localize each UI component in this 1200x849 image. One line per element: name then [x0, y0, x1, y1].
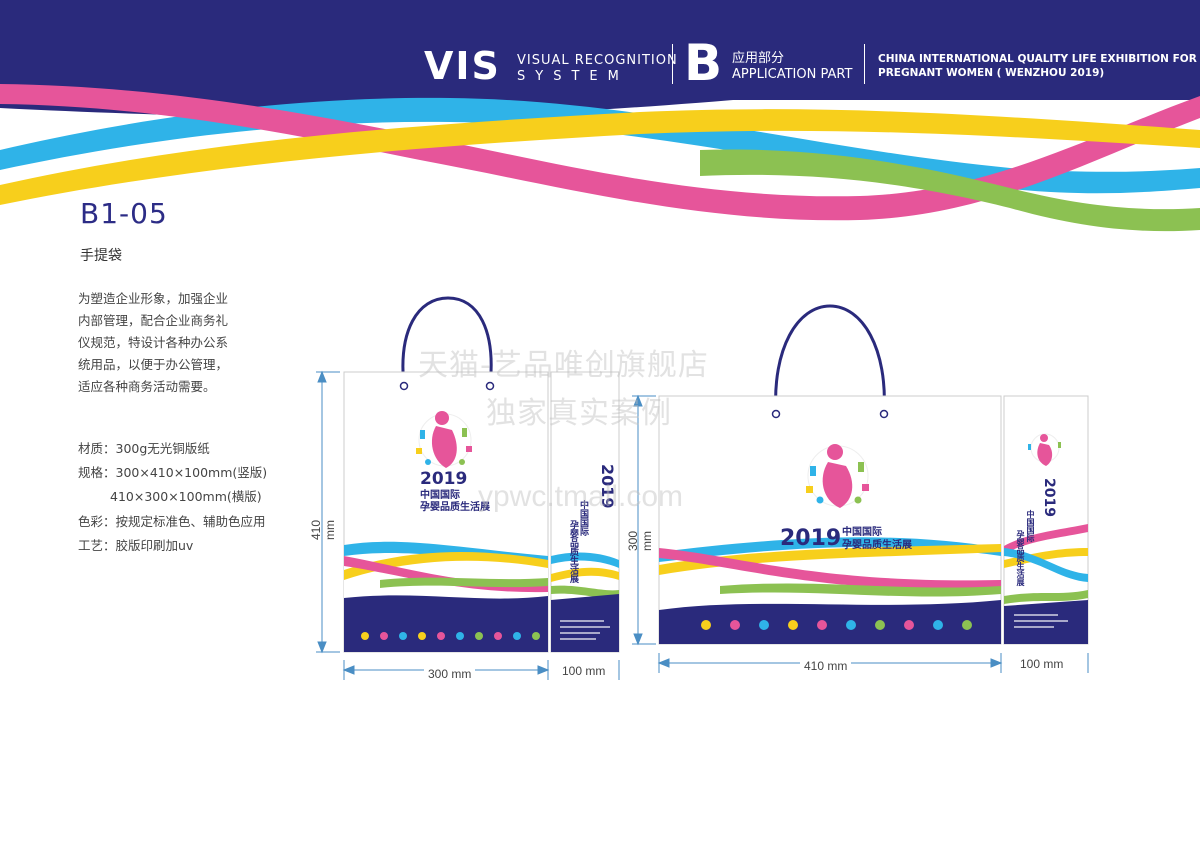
description-line: 适应各种商务活动需要。 [78, 379, 216, 394]
bag-side-year: 2019 [1041, 478, 1057, 517]
bag-side-line2: 孕婴品质生活展 [1016, 530, 1025, 586]
spec-size-vertical: 规格：300×410×100mm(竖版) [78, 465, 268, 480]
bag-logo-line1: 中国国际 [842, 527, 882, 538]
item-code: B1-05 [80, 197, 168, 230]
part-title-en: APPLICATION PART [732, 67, 853, 82]
exhibition-title-line2: PREGNANT WOMEN ( WENZHOU 2019) [878, 67, 1105, 79]
exhibition-title-line1: CHINA INTERNATIONAL QUALITY LIFE EXHIBIT… [878, 53, 1197, 65]
vertical-dimension-lines [316, 370, 620, 680]
horizontal-height-label: 300 mm [626, 530, 654, 552]
header-divider [864, 44, 865, 84]
description-line: 仪规范，特设计各种办公系 [78, 335, 229, 350]
bag-logo-figure [806, 444, 869, 508]
vis-logo: VIS [424, 44, 501, 88]
bag-side-year: 2019 [598, 464, 617, 509]
spec-process: 工艺：胶版印刷加uv [78, 538, 194, 553]
ribbon-green [700, 149, 1200, 232]
bag-logo-figure [416, 411, 472, 468]
horizontal-side-label: 100 mm [1020, 657, 1064, 671]
bag-logo-line2: 孕婴品质生活展 [420, 502, 490, 513]
description-line: 为塑造企业形象，加强企业 [78, 291, 229, 306]
bag-logo-line1: 中国国际 [420, 490, 460, 501]
bag-logo-line2: 孕婴品质生活展 [842, 540, 912, 551]
bag-logo-year: 2019 [780, 526, 842, 551]
vis-subtitle-line2: SYSTEM [517, 69, 629, 84]
horizontal-width-label: 410 mm [800, 659, 852, 673]
ribbon-yellow [0, 109, 1200, 205]
ribbon-pink [0, 84, 1200, 221]
vertical-bag-side [550, 371, 620, 653]
horizontal-bag-side [1003, 395, 1089, 645]
vertical-bag-front [343, 296, 549, 653]
bag-side-line1: 中国国际 [1026, 510, 1035, 542]
horizontal-bag-front [658, 304, 1002, 645]
spec-material: 材质：300g无光铜版纸 [78, 441, 210, 456]
item-description: 为塑造企业形象，加强企业 内部管理，配合企业商务礼 仪规范，特设计各种办公系 统… [78, 288, 253, 398]
vertical-width-label: 300 mm [424, 667, 476, 681]
bag-side-line1: 中国国际 [578, 500, 588, 536]
part-letter: B [684, 34, 723, 92]
watermark-line1: 天猫-艺品唯创旗舰店 [418, 348, 709, 383]
vertical-height-label: 410 mm [309, 519, 337, 541]
watermark-line3: ypwc.tmall.com [478, 480, 684, 513]
watermark-line2: 独家真实案例 [486, 396, 672, 431]
item-name: 手提袋 [80, 248, 122, 264]
bag-logo-year: 2019 [420, 469, 468, 489]
spec-color: 色彩：按规定标准色、辅助色应用 [78, 514, 266, 529]
vertical-side-label: 100 mm [562, 664, 606, 678]
header-divider [672, 44, 673, 84]
bag-side-line2: 孕婴品质生活展 [568, 520, 578, 583]
vis-subtitle-line1: VISUAL RECOGNITION [517, 53, 678, 68]
description-line: 统用品，以便于办公管理， [78, 357, 229, 372]
horizontal-dimension-lines [632, 394, 1089, 673]
bag-icon-row [361, 632, 540, 640]
part-title-cn: 应用部分 [732, 51, 785, 66]
spec-size-horizontal: 410×300×100mm(横版) [110, 489, 262, 504]
description-line: 内部管理，配合企业商务礼 [78, 313, 229, 328]
bag-icon-row [701, 620, 972, 630]
